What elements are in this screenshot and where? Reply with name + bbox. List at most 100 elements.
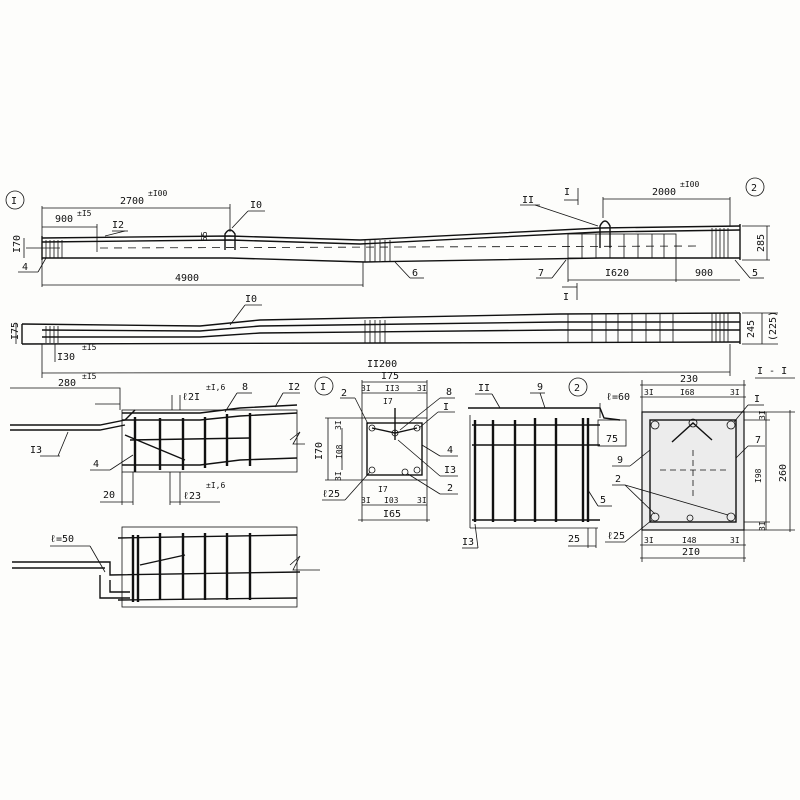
section-title: I - I	[757, 366, 787, 377]
s1-label-2-top: 2	[341, 388, 347, 399]
s2-dim-31d: 3I	[730, 536, 740, 545]
dim-2000: 2000	[652, 187, 676, 198]
dim-245: 245	[746, 320, 757, 338]
tol-l23: ±I,6	[206, 481, 225, 490]
s1-label-2-bot: 2	[447, 483, 453, 494]
section-mark-bottom: I	[563, 292, 569, 303]
beam-top-line-2	[41, 229, 741, 245]
tol-l21: ±I,6	[206, 383, 225, 392]
end-detail-1: I3 4 20 ℓ23 ±I,6 ℓ2I ±I,6 8 I2 ℓ=50	[10, 382, 320, 608]
s1-label-1: I	[443, 402, 449, 413]
s1-dim-31d: 3I	[417, 496, 427, 505]
tol-2000: ±I00	[680, 180, 699, 189]
s1-dim-170: I70	[314, 442, 325, 460]
node-1-label: I	[11, 196, 17, 207]
s1-dim-31b: 3I	[417, 384, 427, 393]
s2-dim-260: 260	[778, 464, 789, 482]
label-11: II	[522, 195, 534, 206]
s1-dim-31-v1: 3I	[334, 420, 343, 430]
d2-node: 2	[574, 383, 580, 394]
s1-dim-17-top: I7	[383, 397, 393, 406]
dim-l23: ℓ23	[183, 491, 201, 502]
s2-dim-148: I48	[682, 536, 697, 545]
dim-285: 285	[756, 234, 767, 252]
s1-l25: ℓ25	[322, 489, 340, 500]
dim-1620: I620	[605, 268, 629, 279]
dim-175: I75	[10, 322, 21, 340]
s2-dim-31-v1: 3I	[758, 410, 767, 420]
dim-170: I70	[12, 235, 23, 253]
label-12: I2	[112, 220, 124, 231]
section-mark-top: I	[564, 187, 570, 198]
s2-label-1: I	[754, 394, 760, 405]
dim-l21: ℓ2I	[182, 392, 200, 403]
beam-plan: I75 I0 I30 ±I5 II200 245 (225) 280 ±I5	[10, 294, 779, 389]
dim-900-right: 900	[695, 268, 713, 279]
dim-130: I30	[57, 352, 75, 363]
s2-dim-31-v2: 3I	[758, 521, 767, 531]
bar-13	[10, 409, 136, 426]
lifting-loop-11	[599, 220, 611, 248]
s2-dim-31b: 3I	[730, 388, 740, 397]
tol-280: ±I5	[82, 372, 97, 381]
plan-bottom-line	[21, 341, 741, 345]
cross-section-1: I I75 3I II3 3I I7 2 8 I I70 I08 3I 3I 4…	[314, 371, 458, 522]
stirrup-7	[649, 419, 737, 523]
s2-dim-230: 230	[680, 374, 698, 385]
beam-bottom-line	[42, 257, 740, 263]
detail1-label-13: I3	[30, 445, 42, 456]
s1-dim-31-v2: 3I	[334, 471, 343, 481]
label-7: 7	[538, 268, 544, 279]
s2-dim-210: 2I0	[682, 547, 700, 558]
dim-900-left: 900	[55, 214, 73, 225]
s2-dim-198: I98	[754, 468, 763, 483]
tol-2700: ±I00	[148, 189, 167, 198]
s1-dim-31a: 3I	[361, 384, 371, 393]
dim-20: 20	[103, 490, 115, 501]
d2-label-11: II	[478, 383, 490, 394]
s1-dim-31c: 3I	[361, 496, 371, 505]
s1-dim-103: I03	[384, 496, 399, 505]
s2-dim-31c: 3I	[644, 536, 654, 545]
dim-4900: 4900	[175, 273, 199, 284]
d2-label-9: 9	[537, 382, 543, 393]
d2-label-13: I3	[462, 537, 474, 548]
plan-top-line	[21, 312, 741, 327]
node-2-label: 2	[751, 183, 757, 194]
s2-dim-31a: 3I	[644, 388, 654, 397]
dim-l50: ℓ=50	[50, 534, 74, 545]
label-4: 4	[22, 262, 28, 273]
s2-label-9: 9	[617, 455, 623, 466]
bar-11	[468, 407, 621, 421]
detail1-label-4: 4	[93, 459, 99, 470]
s2-label-7: 7	[755, 435, 761, 446]
dim-280: 280	[58, 378, 76, 389]
dim-225: (225)	[768, 311, 779, 341]
s1-label-13: I3	[444, 465, 456, 476]
plan-label-10: I0	[245, 294, 257, 305]
beam-elevation: I 2 2700 ±I00 900 ±I5 I2 I0 55 I70 4 490…	[5, 177, 770, 303]
node-circle-1	[5, 190, 25, 210]
s1-dim-108: I08	[335, 444, 344, 459]
detail1-label-8: 8	[242, 382, 248, 393]
label-6: 6	[412, 268, 418, 279]
s1-dim-165: I65	[383, 509, 401, 520]
d2-dim-75: 75	[606, 434, 618, 445]
d2-label-5: 5	[600, 495, 606, 506]
s2-dim-168: I68	[680, 388, 695, 397]
d2-l60: ℓ=60	[606, 392, 630, 403]
beam-top-line	[41, 225, 741, 241]
s1-dim-113: II3	[385, 384, 400, 393]
detail1-label-12: I2	[288, 382, 300, 393]
node-circle-2	[745, 177, 765, 197]
dim-55: 55	[200, 231, 209, 241]
s1-dim-175: I75	[381, 371, 399, 382]
s1-label-8: 8	[446, 387, 452, 398]
s1-label-4: 4	[447, 445, 453, 456]
section1-node: I	[320, 382, 326, 393]
tol-130: ±I5	[82, 343, 97, 352]
d2-dim-25: 25	[568, 534, 580, 545]
label-10: I0	[250, 200, 262, 211]
